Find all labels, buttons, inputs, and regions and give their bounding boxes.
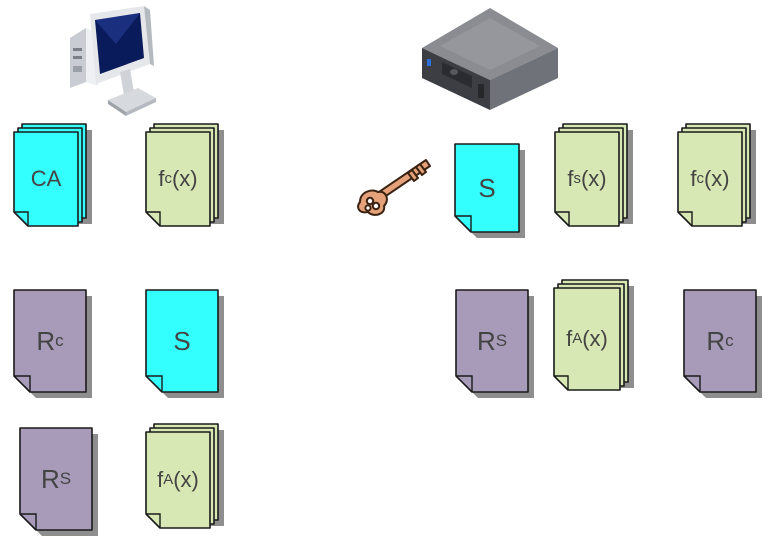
document-sheet: [19, 427, 98, 536]
document-sheet: [683, 289, 762, 398]
label-base: f: [566, 326, 573, 351]
client-doc-ca: CA: [13, 123, 96, 236]
label-base: S: [478, 172, 496, 203]
label-suffix: (x): [582, 326, 608, 351]
label-base: f: [690, 166, 697, 191]
label-suffix: (x): [173, 467, 199, 492]
client-doc-s: S: [145, 289, 228, 402]
document-sheet: [677, 123, 756, 227]
document-sheet: [145, 423, 224, 529]
label-base: f: [157, 467, 164, 492]
document-sheet: [145, 289, 224, 398]
key-icon: [356, 154, 440, 220]
label-base: f: [567, 166, 574, 191]
label-suffix: (x): [703, 166, 730, 191]
document-sheet: [13, 289, 92, 398]
rack-server-icon: [420, 8, 560, 110]
label-base: R: [36, 325, 56, 356]
label-base: R: [476, 325, 496, 356]
document-sheet: [553, 279, 634, 391]
label-suffix: (x): [171, 166, 198, 191]
document-label: CA: [14, 132, 78, 226]
server-doc-s: S: [454, 143, 529, 242]
label-base: f: [158, 166, 165, 191]
document-label: S: [146, 290, 218, 392]
document-sheet: [454, 143, 525, 238]
label-base: R: [40, 463, 60, 494]
document-label: S: [455, 144, 519, 232]
label-base: S: [173, 325, 191, 356]
document-sheet: [554, 123, 633, 227]
label-base: R: [706, 325, 726, 356]
label-base: CA: [30, 166, 62, 191]
document-sheet: [145, 123, 224, 227]
document-sheet: [455, 289, 534, 398]
label-suffix: (x): [580, 166, 607, 191]
document-sheet: [13, 123, 92, 227]
desktop-computer-icon: [64, 6, 174, 116]
